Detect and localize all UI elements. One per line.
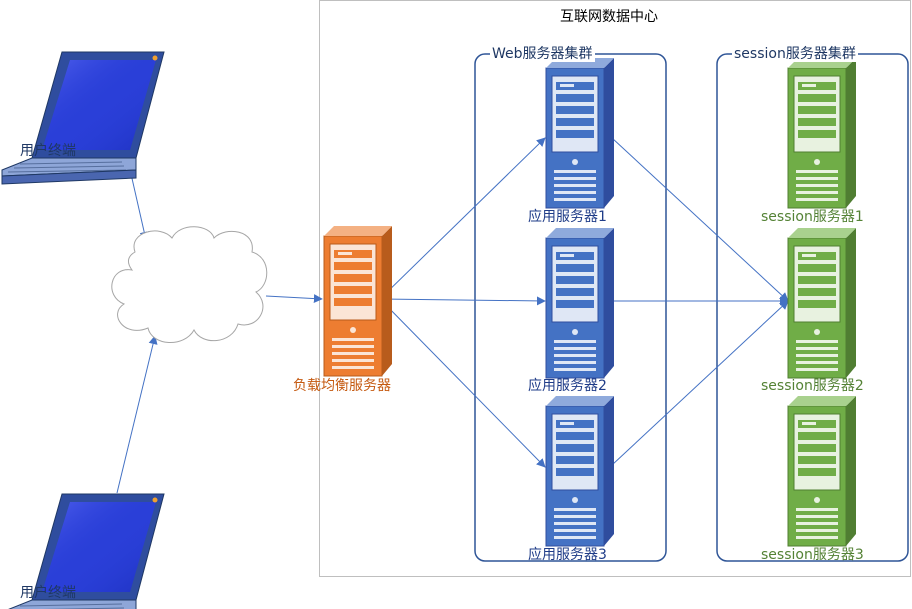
- server-icon-app-1: [545, 57, 615, 209]
- connectors: [116, 129, 789, 494]
- app-server-label-3: 应用服务器3: [528, 547, 607, 563]
- laptop-icon-terminal-1: [1, 51, 165, 185]
- cloud-icon: [111, 226, 268, 343]
- web-cluster-title: Web服务器集群: [490, 46, 595, 62]
- server-icon-session-1: [787, 57, 857, 209]
- server-icon-app-2: [545, 227, 615, 379]
- app-server-label-2: 应用服务器2: [528, 378, 607, 394]
- connector-lb-app3: [379, 298, 546, 468]
- session-server-label-3: session服务器3: [761, 547, 864, 563]
- connector-app3-session: [611, 300, 789, 466]
- connector-lb-app2: [379, 296, 546, 306]
- datacenter-title: 互联网数据中心: [560, 9, 658, 25]
- connector-lb-app1: [379, 137, 546, 300]
- terminal-label-1: 用户终端: [20, 143, 76, 159]
- server-icon-session-3: [787, 395, 857, 547]
- session-server-label-1: session服务器1: [761, 209, 864, 225]
- server-icon-load-balancer: [323, 225, 393, 377]
- connector-terminal2-cloud: [116, 335, 158, 494]
- connector-app1-session: [611, 137, 789, 302]
- session-server-label-2: session服务器2: [761, 378, 864, 394]
- terminal-label-2: 用户终端: [20, 585, 76, 601]
- load-balancer-label: 负载均衡服务器: [293, 378, 391, 394]
- app-server-label-1: 应用服务器1: [528, 209, 607, 225]
- server-icon-app-3: [545, 395, 615, 547]
- connector-cloud-lb: [265, 294, 323, 304]
- session-cluster-title: session服务器集群: [732, 46, 858, 62]
- server-icon-session-2: [787, 227, 857, 379]
- datacenter-frame: [319, 0, 911, 577]
